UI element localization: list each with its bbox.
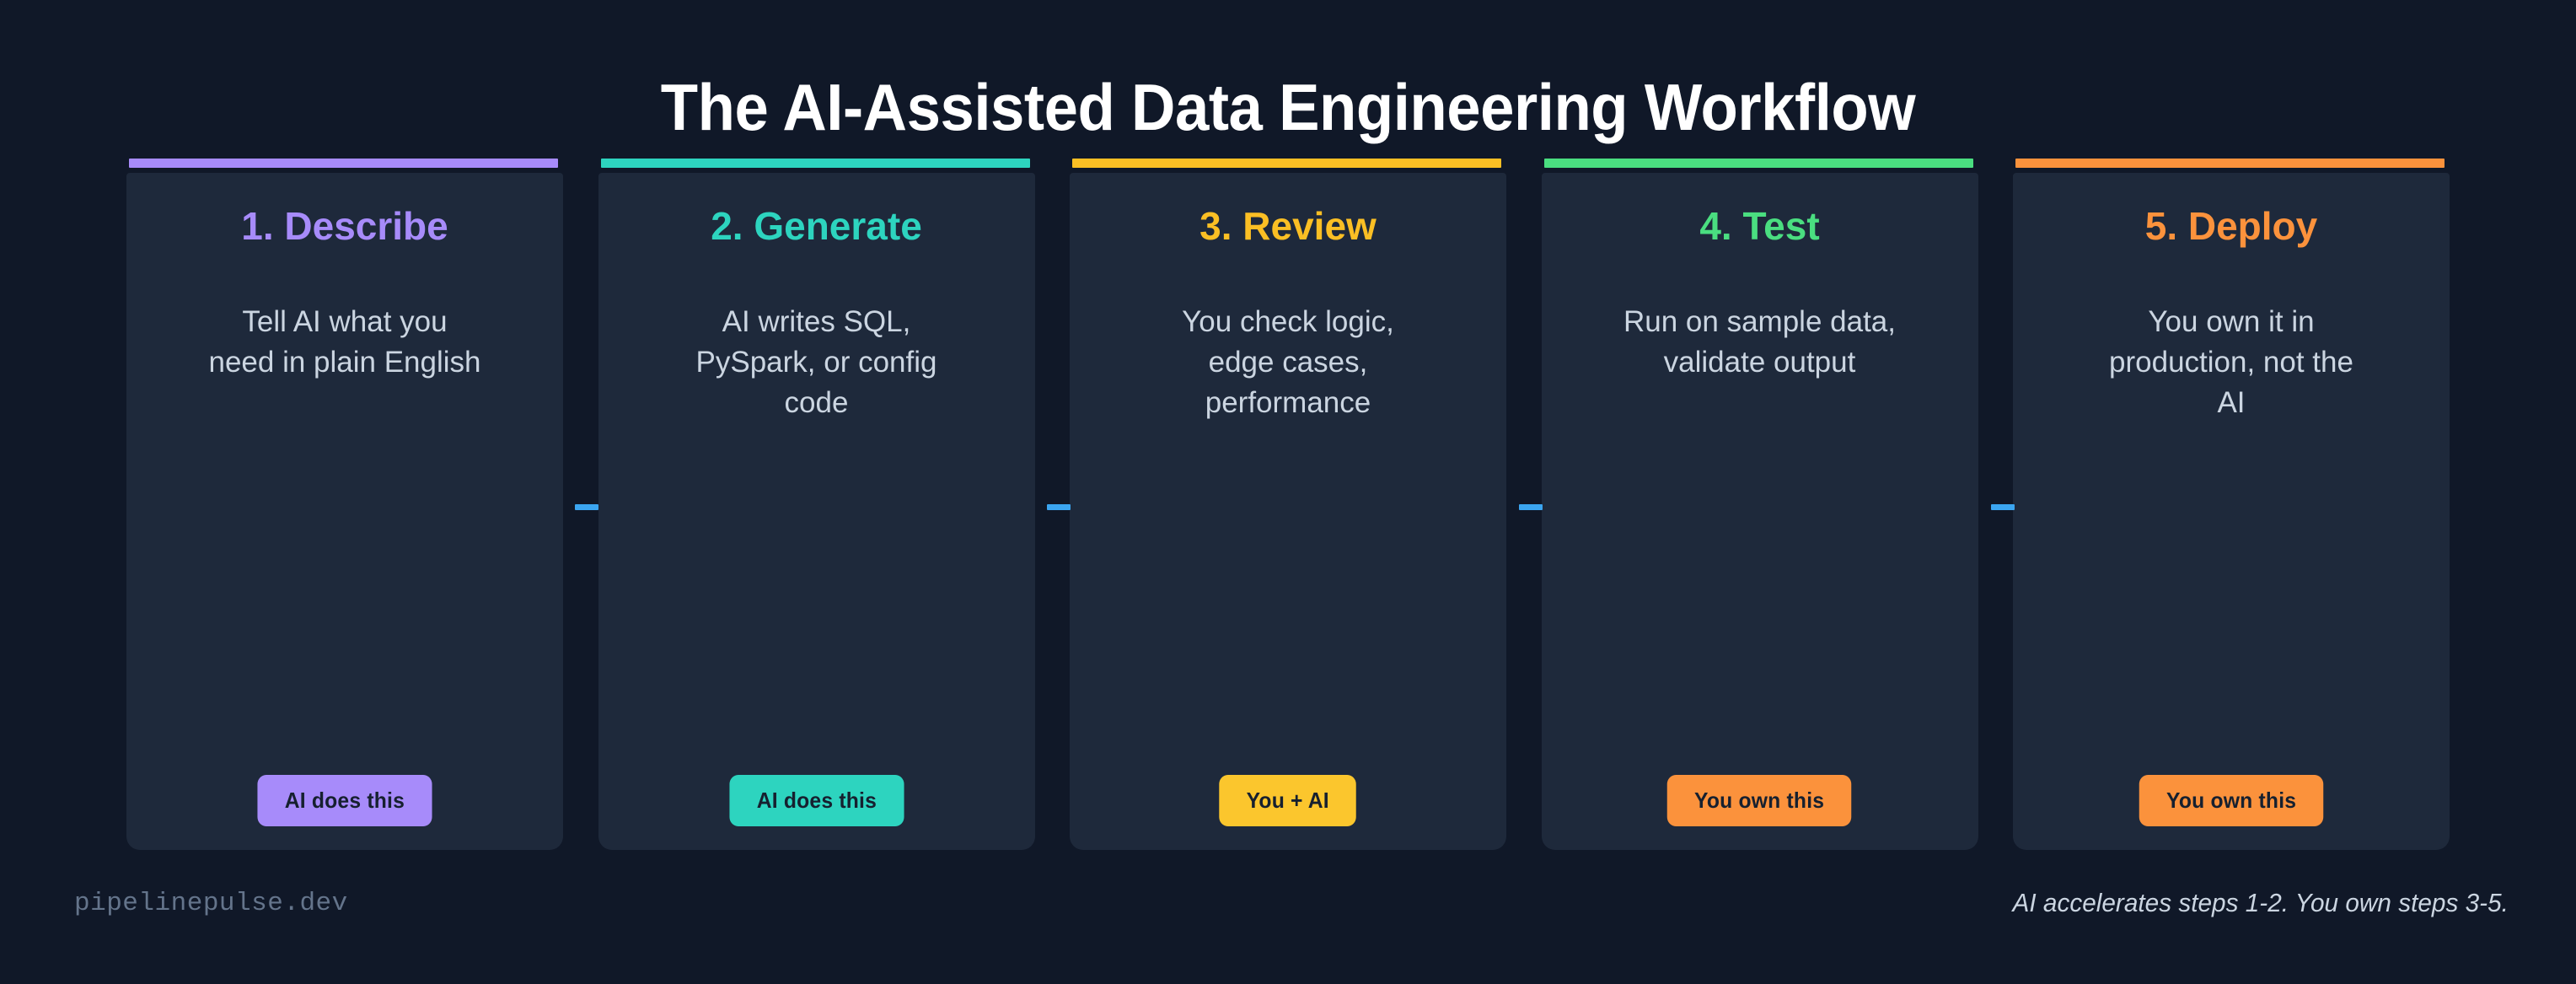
step-accent-bar-3 (1072, 159, 1501, 168)
footer-note: AI accelerates steps 1-2. You own steps … (2012, 888, 2509, 917)
step-card-body-2: 2. Generate AI writes SQL, PySpark, or c… (598, 173, 1035, 850)
step-badge-wrap-4: You own this (1564, 775, 1956, 826)
workflow-step-card-4[interactable]: 4. Test Run on sample data, validate out… (1541, 159, 1978, 850)
step-heading-5: 5. Deploy (2144, 204, 2318, 248)
step-description-1: Tell AI what you need in plain English (208, 304, 481, 379)
step-description-2: AI writes SQL, PySpark, or config code (695, 304, 937, 420)
step-card-body-4: 4. Test Run on sample data, validate out… (1541, 173, 1978, 850)
step-badge-4[interactable]: You own this (1667, 775, 1852, 826)
step-description-4: Run on sample data, validate output (1623, 304, 1896, 379)
step-connector-4-5 (1991, 504, 2015, 510)
step-accent-bar-4 (1543, 159, 1973, 168)
step-heading-4: 4. Test (1699, 204, 1820, 248)
workflow-steps-row: 1. Describe Tell AI what you need in pla… (126, 159, 2450, 850)
step-card-body-3: 3. Review You check logic, edge cases, p… (1070, 173, 1506, 850)
step-badge-wrap-2: AI does this (620, 775, 1013, 826)
step-badge-5[interactable]: You own this (2139, 775, 2324, 826)
workflow-step-card-2[interactable]: 2. Generate AI writes SQL, PySpark, or c… (598, 159, 1035, 850)
workflow-step-card-3[interactable]: 3. Review You check logic, edge cases, p… (1070, 159, 1506, 850)
step-connector-1-2 (575, 504, 598, 510)
step-description-3: You check logic, edge cases, performance (1182, 304, 1394, 420)
step-badge-wrap-1: AI does this (148, 775, 541, 826)
step-badge-wrap-3: You + AI (1092, 775, 1484, 826)
step-connector-2-3 (1047, 504, 1071, 510)
workflow-step-card-5[interactable]: 5. Deploy You own it in production, not … (2013, 159, 2450, 850)
step-badge-1[interactable]: AI does this (257, 775, 432, 826)
workflow-step-card-1[interactable]: 1. Describe Tell AI what you need in pla… (126, 159, 563, 850)
step-description-5: You own it in production, not the AI (2109, 304, 2353, 420)
step-badge-wrap-5: You own this (2035, 775, 2428, 826)
page-title: The AI-Assisted Data Engineering Workflo… (660, 70, 1916, 145)
step-badge-3[interactable]: You + AI (1219, 775, 1357, 826)
step-connector-3-4 (1519, 504, 1543, 510)
step-accent-bar-5 (2015, 159, 2445, 168)
step-accent-bar-2 (600, 159, 1030, 168)
step-heading-1: 1. Describe (241, 204, 448, 248)
step-accent-bar-1 (129, 159, 558, 168)
step-heading-2: 2. Generate (711, 204, 922, 248)
step-heading-3: 3. Review (1199, 204, 1377, 248)
step-card-body-5: 5. Deploy You own it in production, not … (2013, 173, 2450, 850)
footer-site-label: pipelinepulse.dev (74, 889, 348, 918)
step-card-body-1: 1. Describe Tell AI what you need in pla… (126, 173, 563, 850)
step-badge-2[interactable]: AI does this (729, 775, 904, 826)
